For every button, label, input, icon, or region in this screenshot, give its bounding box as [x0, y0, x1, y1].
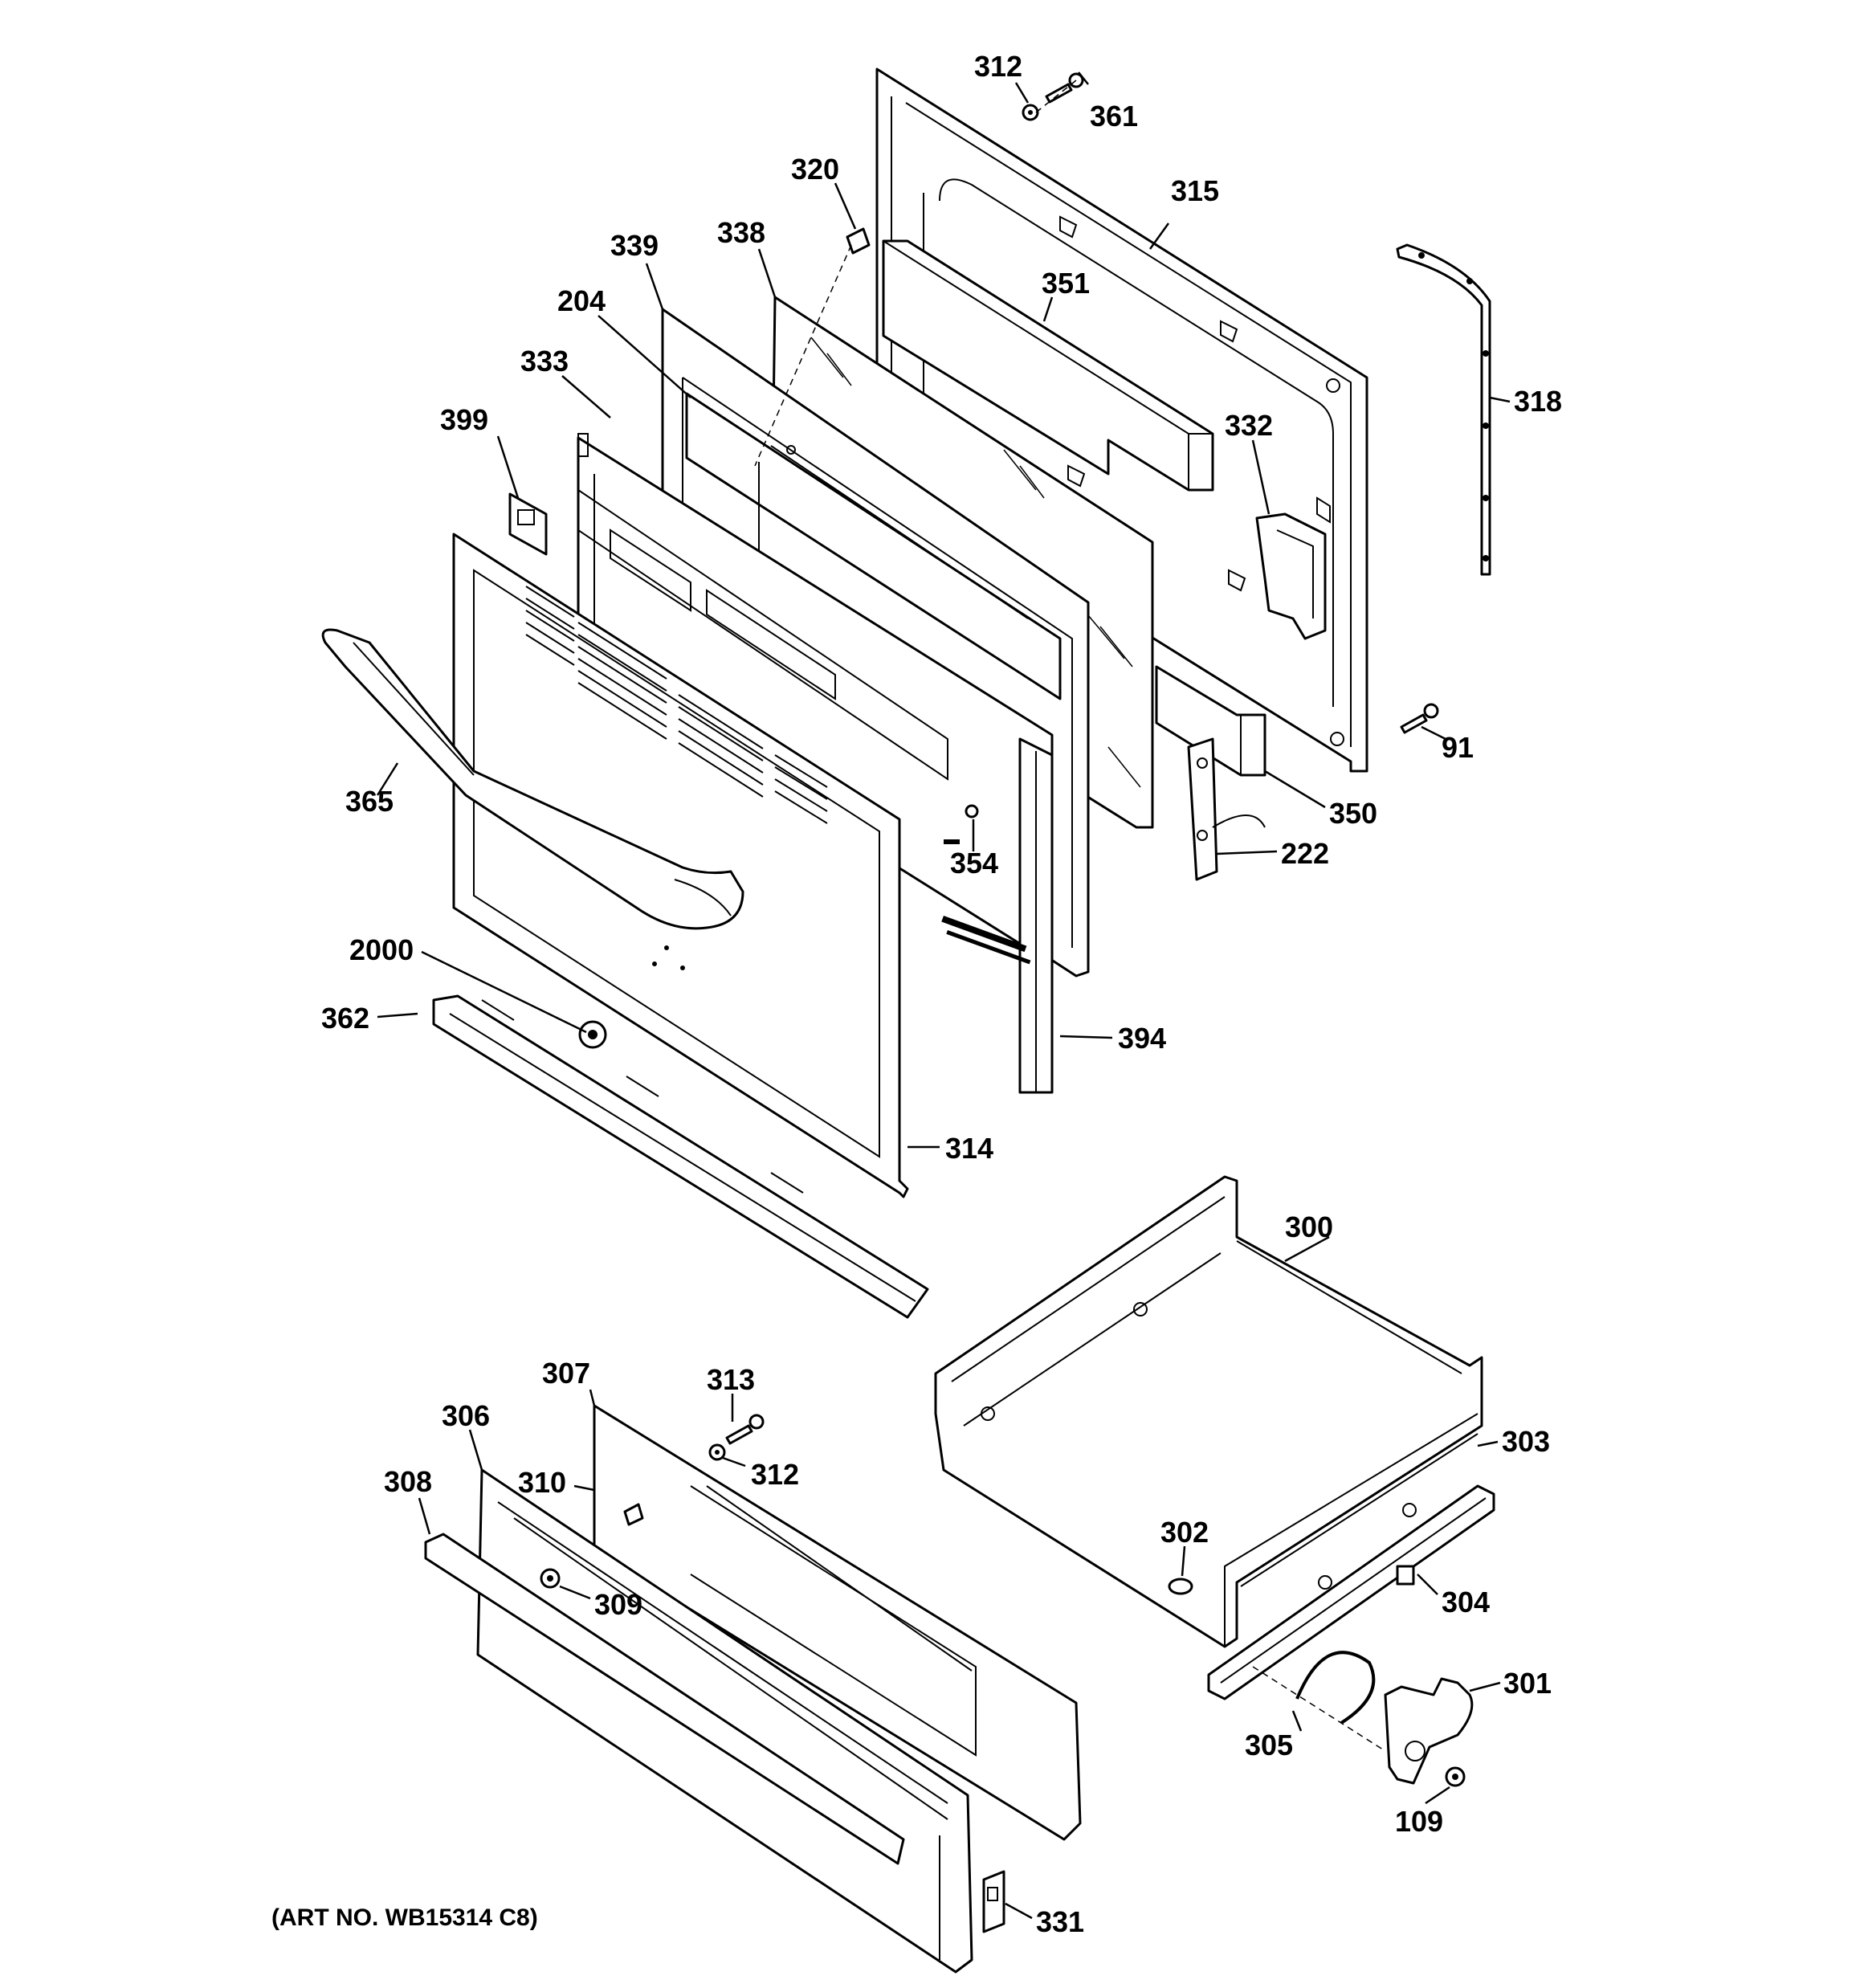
door-side-trim — [1018, 737, 1054, 1094]
screw-361 — [1045, 72, 1084, 104]
callout-318: 318 — [1514, 385, 1562, 418]
callout-305: 305 — [1245, 1729, 1293, 1761]
callout-312-upper: 312 — [974, 50, 1022, 83]
screw-91 — [1400, 703, 1439, 734]
callout-320: 320 — [791, 153, 839, 186]
washer-312-lower — [708, 1443, 726, 1461]
callout-303: 303 — [1502, 1425, 1550, 1458]
callout-301: 301 — [1503, 1667, 1552, 1700]
callout-339: 339 — [610, 229, 659, 262]
callout-109: 109 — [1395, 1805, 1443, 1838]
clip-310 — [623, 1503, 644, 1526]
lower-insulation-block — [1155, 665, 1266, 777]
callout-313: 313 — [707, 1363, 755, 1396]
drawer-box — [934, 1175, 1483, 1648]
drawer-slide-rail — [1207, 1484, 1495, 1700]
callout-362: 362 — [321, 1002, 369, 1035]
callout-333: 333 — [520, 345, 569, 378]
vent-bracket — [508, 492, 548, 556]
art-number: (ART NO. WB15314 C8) — [271, 1904, 538, 1931]
callout-302: 302 — [1160, 1516, 1209, 1549]
callout-leaders — [376, 71, 1511, 1920]
nut-109 — [1445, 1766, 1466, 1787]
door-bottom-trim — [432, 994, 929, 1319]
door-hinge — [1187, 737, 1266, 881]
callout-312-lower: 312 — [751, 1458, 799, 1491]
door-gasket — [1396, 243, 1491, 576]
fastener-312-upper — [1022, 104, 1039, 121]
grommet-309 — [540, 1568, 561, 1589]
screw-313 — [725, 1414, 765, 1445]
callout-394: 394 — [1118, 1022, 1166, 1055]
drawer-side-bracket — [982, 1870, 1005, 1933]
callout-338: 338 — [717, 216, 765, 249]
callout-310: 310 — [518, 1466, 566, 1499]
callout-2000: 2000 — [349, 933, 414, 966]
callout-365: 365 — [345, 785, 394, 818]
fastener-320 — [846, 227, 871, 255]
retaining-spring — [1295, 1651, 1376, 1725]
door-handle — [321, 628, 744, 930]
callout-labels: 312 361 320 315 339 338 351 204 333 318 … — [321, 50, 1562, 1938]
rail-stop — [1396, 1565, 1415, 1586]
callout-331: 331 — [1036, 1905, 1084, 1938]
callout-307: 307 — [542, 1357, 590, 1390]
drawer-inner-panel — [593, 1404, 1082, 1841]
callout-314: 314 — [945, 1132, 993, 1165]
callout-354: 354 — [950, 847, 998, 880]
callout-304: 304 — [1442, 1586, 1490, 1619]
callout-350: 350 — [1329, 797, 1377, 830]
callout-332: 332 — [1225, 409, 1273, 442]
door-grommet — [578, 1020, 607, 1049]
upper-insulation-block — [882, 239, 1214, 492]
drawer-roller — [1168, 1578, 1193, 1595]
insulation-clip — [1255, 512, 1327, 640]
callout-204: 204 — [557, 284, 606, 317]
callout-91: 91 — [1442, 731, 1474, 764]
callout-361: 361 — [1090, 100, 1138, 133]
callout-222: 222 — [1281, 837, 1329, 870]
callout-300: 300 — [1285, 1210, 1333, 1243]
door-vent-slots — [525, 586, 828, 824]
drawer-handle-trim — [424, 1533, 905, 1865]
callout-308: 308 — [384, 1465, 432, 1498]
drawer-bracket — [1384, 1677, 1474, 1785]
rating-label — [941, 839, 1031, 965]
callout-315: 315 — [1171, 174, 1219, 207]
panel-screw — [965, 804, 979, 818]
callout-351: 351 — [1042, 267, 1090, 300]
callout-306: 306 — [442, 1399, 490, 1432]
callout-399: 399 — [440, 403, 488, 436]
callout-309: 309 — [594, 1588, 642, 1621]
